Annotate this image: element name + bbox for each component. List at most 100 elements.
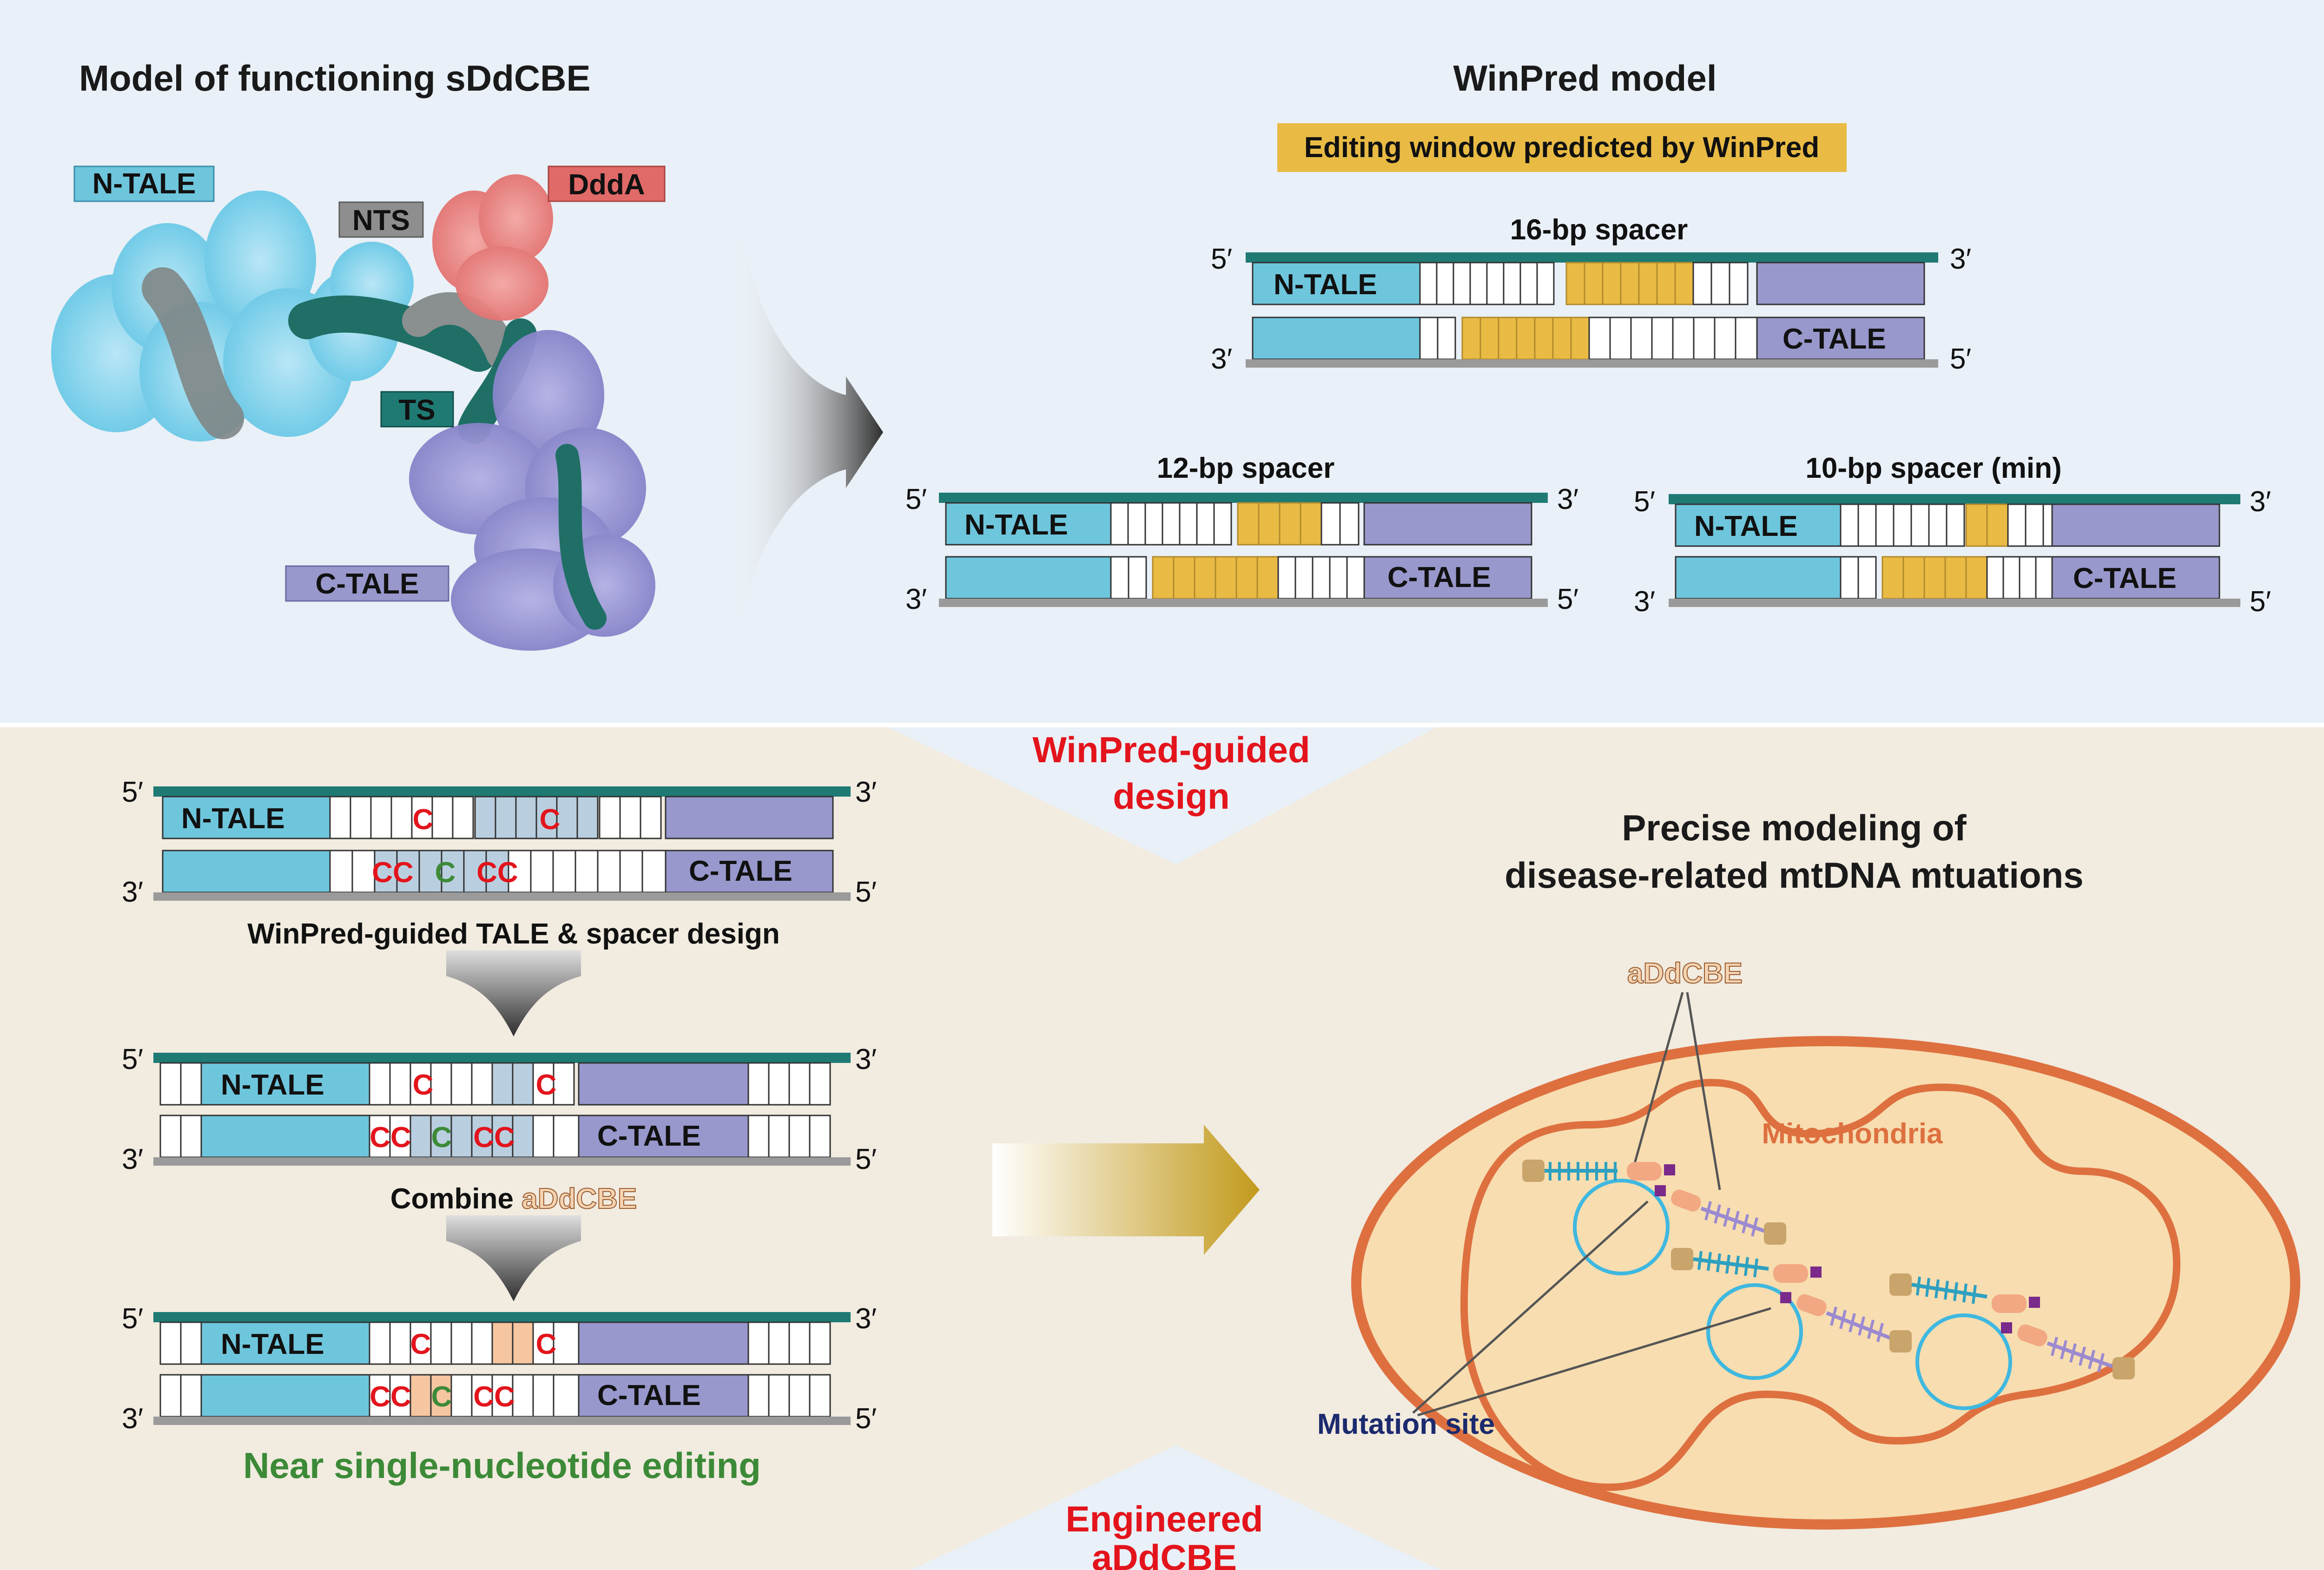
spacer-16bp: 16-bp spacer 5′ 3′ 3′ 5′ N-TALE — [1211, 214, 1971, 375]
svg-text:C: C — [431, 1121, 452, 1154]
svg-text:CC: CC — [473, 1121, 515, 1154]
design-diagram-2: 5′ 3′ 3′ 5′ N-TALE C C — [122, 1043, 877, 1175]
c-tale-dna — [555, 444, 607, 630]
mitochondrion — [1351, 1036, 2300, 1530]
model-title: Model of functioning sDdCBE — [79, 58, 591, 99]
svg-text:CC: CC — [476, 857, 518, 889]
svg-text:C-TALE: C-TALE — [689, 855, 792, 887]
svg-text:N-TALE: N-TALE — [964, 509, 1068, 541]
svg-text:C: C — [536, 1328, 557, 1360]
svg-text:C-TALE: C-TALE — [1387, 561, 1491, 594]
label-ddda-box: DddA — [548, 165, 666, 202]
svg-text:5′: 5′ — [1557, 583, 1578, 615]
addcbe-pointer-1 — [1632, 992, 1684, 1167]
svg-text:5′: 5′ — [2250, 586, 2271, 618]
editor-complex-2 — [1671, 1248, 1912, 1380]
svg-text:3′: 3′ — [855, 776, 877, 808]
connector-bottom-wedge — [911, 1445, 1441, 1570]
label-c-tale-box: C-TALE — [285, 565, 449, 602]
svg-text:C: C — [413, 804, 434, 836]
svg-text:3′: 3′ — [122, 876, 143, 908]
svg-text:C-TALE: C-TALE — [316, 568, 419, 600]
svg-text:5′: 5′ — [122, 1303, 143, 1335]
svg-text:N-TALE: N-TALE — [92, 168, 196, 200]
svg-text:C: C — [410, 1328, 431, 1360]
svg-text:N-TALE: N-TALE — [221, 1069, 324, 1101]
svg-text:C: C — [413, 1069, 434, 1101]
svg-text:3′: 3′ — [1950, 243, 1971, 275]
svg-text:5′: 5′ — [905, 483, 927, 515]
svg-text:CC: CC — [370, 1121, 411, 1154]
label-nts-box: NTS — [338, 201, 424, 238]
addcbe-label: aDdCBE — [1627, 957, 1743, 989]
svg-text:5′: 5′ — [1634, 486, 1655, 518]
svg-text:5′: 5′ — [855, 876, 877, 908]
result-label: Near single-nucleotide editing — [243, 1445, 761, 1486]
svg-text:3′: 3′ — [122, 1403, 143, 1435]
svg-text:C: C — [536, 1069, 557, 1101]
svg-text:3′: 3′ — [855, 1043, 877, 1075]
connector-top-wedge — [883, 725, 1441, 864]
mutation-pointer-2 — [1417, 1307, 1771, 1417]
svg-text:10-bp spacer (min): 10-bp spacer (min) — [1805, 452, 2061, 484]
transition-arrow-gold — [992, 1125, 1260, 1255]
svg-text:DddA: DddA — [568, 169, 645, 201]
svg-text:CC: CC — [370, 1381, 411, 1413]
design-diagram-1: 5′ 3′ 3′ 5′ N-TALE C C — [122, 776, 877, 908]
mutation-pointer-1 — [1412, 1201, 1649, 1414]
connector-bottom-label-2: aDdCBE — [1092, 1537, 1237, 1570]
svg-text:3′: 3′ — [2250, 486, 2271, 518]
svg-text:3′: 3′ — [1557, 483, 1578, 515]
spacer-12bp: 12-bp spacer 5′ 3′ 3′ 5′ N-TALE — [905, 452, 1578, 615]
svg-text:C-TALE: C-TALE — [2073, 562, 2177, 594]
svg-text:12-bp spacer: 12-bp spacer — [1157, 452, 1335, 484]
svg-text:5′: 5′ — [122, 1043, 143, 1075]
svg-text:N-TALE: N-TALE — [221, 1328, 324, 1360]
svg-text:3′: 3′ — [905, 583, 927, 615]
svg-text:C-TALE: C-TALE — [597, 1379, 701, 1412]
spacer-10bp: 10-bp spacer (min) 5′ 3′ 3′ 5′ N-TALE — [1634, 452, 2271, 618]
down-arrow-2 — [446, 1215, 581, 1301]
connector-top-label-1: WinPred-guided — [1032, 729, 1310, 770]
ddda-protein — [432, 174, 553, 321]
label-n-tale-box: N-TALE — [73, 165, 215, 202]
svg-text:C-TALE: C-TALE — [597, 1120, 701, 1152]
svg-text:3′: 3′ — [1634, 586, 1655, 618]
svg-text:N-TALE: N-TALE — [1274, 269, 1377, 301]
svg-text:C: C — [431, 1381, 452, 1413]
svg-text:Combine aDdCBE: Combine aDdCBE — [390, 1183, 637, 1215]
winpred-title: WinPred model — [1453, 58, 1717, 99]
svg-text:3′: 3′ — [1211, 343, 1232, 375]
svg-text:5′: 5′ — [122, 776, 143, 808]
svg-text:C: C — [540, 804, 561, 836]
modeling-title-1: Precise modeling of — [1622, 807, 1967, 848]
svg-text:5′: 5′ — [1211, 243, 1232, 275]
svg-text:CC: CC — [372, 857, 414, 889]
svg-text:Editing window predicted by Wi: Editing window predicted by WinPred — [1304, 132, 1820, 164]
mutation-site-label: Mutation site — [1317, 1408, 1495, 1440]
svg-text:3′: 3′ — [122, 1143, 143, 1175]
svg-text:CC: CC — [473, 1381, 515, 1413]
svg-text:3′: 3′ — [855, 1303, 877, 1335]
addcbe-pointer-2 — [1686, 992, 1721, 1190]
editor-complex-3 — [1889, 1273, 2135, 1410]
connector-bottom-label-1: Engineered — [1066, 1498, 1263, 1539]
modeling-title-2: disease-related mtDNA mtuations — [1505, 855, 2083, 896]
down-arrow-1 — [446, 950, 581, 1036]
svg-text:5′: 5′ — [855, 1403, 877, 1435]
connector-top-label-2: design — [1113, 776, 1229, 817]
svg-text:N-TALE: N-TALE — [181, 803, 285, 835]
svg-text:5′: 5′ — [1950, 343, 1971, 375]
editor-complex-1 — [1522, 1160, 1786, 1275]
design-step-1-label: WinPred-guided TALE & spacer design — [247, 918, 779, 950]
svg-text:C-TALE: C-TALE — [1783, 323, 1886, 355]
svg-text:NTS: NTS — [352, 204, 410, 237]
protein-model — [51, 174, 655, 651]
transition-arrow-top — [730, 167, 883, 679]
svg-text:TS: TS — [398, 394, 435, 426]
design-diagram-3: 5′ 3′ 3′ 5′ N-TALE C C — [122, 1303, 877, 1435]
mitochondria-label: Mitochondria — [1762, 1118, 1943, 1150]
svg-text:C: C — [435, 857, 456, 889]
svg-text:16-bp spacer: 16-bp spacer — [1510, 214, 1688, 246]
